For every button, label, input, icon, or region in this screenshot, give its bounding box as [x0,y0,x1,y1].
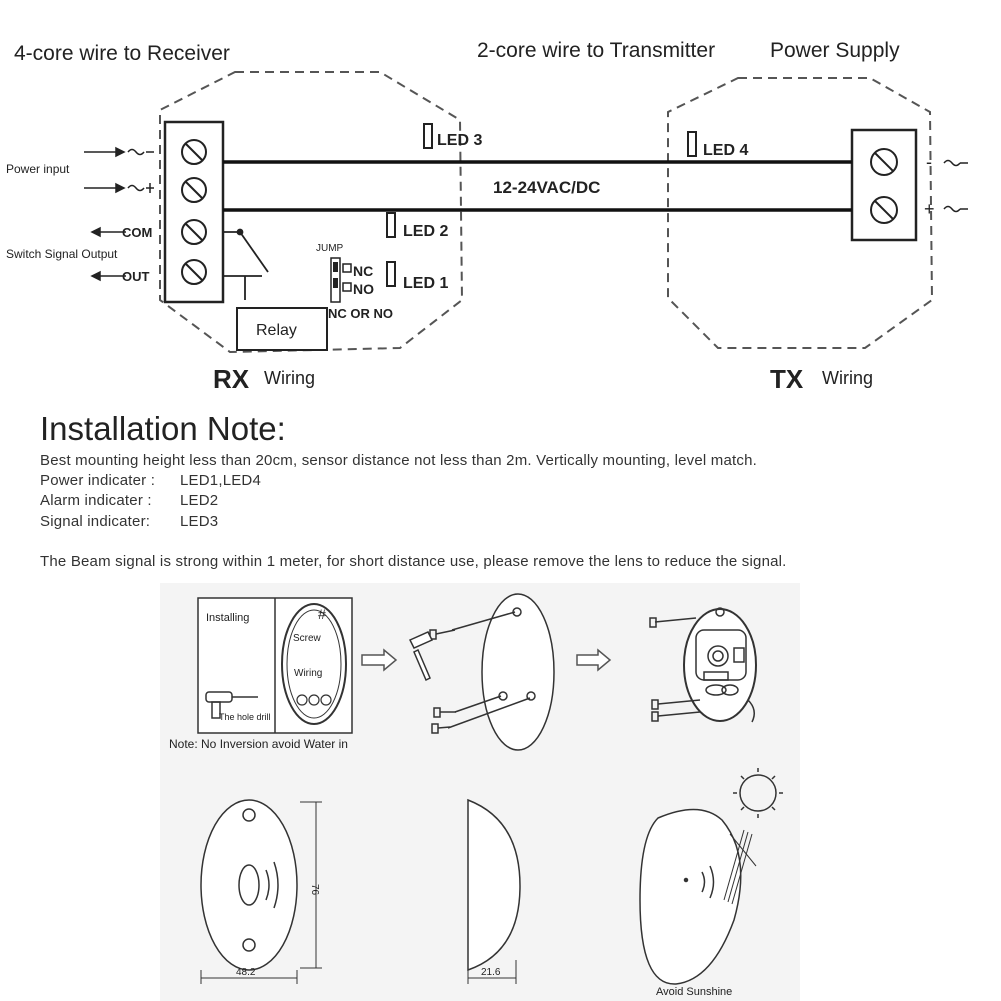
signal-indicator-label: Signal indicater: [40,513,151,530]
led3-label: LED 3 [437,132,482,149]
ac-dc-symbols [943,159,968,213]
power-indicator-row: Power indicater : LED1,LED4 [40,472,261,489]
hash-icon: # [318,606,326,622]
installing-label: Installing [206,612,249,624]
nc-label: NC [353,263,373,279]
depth-dimension: 21.6 [481,967,501,978]
tx-housing-outline [667,77,934,349]
relay-switch [223,228,269,300]
led1-icon [386,261,396,287]
installation-title: Installation Note: [40,410,286,447]
housing-oval [281,603,347,725]
height-dimension: 76 [309,884,320,896]
inversion-note: Note: No Inversion avoid Water in [169,737,348,751]
no-label: NO [353,281,374,297]
arrow-right-icon [361,648,398,672]
output-arrows [90,226,126,282]
com-label: COM [122,225,152,240]
out-label: OUT [122,269,150,284]
avoid-sunshine-label: Avoid Sunshine [656,986,732,998]
led1-label: LED 1 [403,275,448,292]
led4-label: LED 4 [703,142,748,159]
alarm-indicator-value: LED2 [180,492,219,509]
step-arrows [361,648,612,672]
installed-housing-step [649,607,757,723]
width-dimension: 48.2 [236,967,256,978]
screw-icon [433,707,456,718]
relay-label: Relay [256,322,297,339]
screw-icon [649,617,697,628]
relay-box [236,307,328,351]
alarm-indicator-label: Alarm indicater : [40,492,152,509]
rx-terminal-screws [181,139,207,285]
power-input-arrows [84,146,154,194]
jump-label: JUMP [316,243,344,254]
wiring-holes-icon [296,694,332,706]
voltage-label: 12-24VAC/DC [493,178,600,197]
led3-icon [423,123,433,149]
power-supply-header: Power Supply [770,39,900,62]
tx-header: 2-core wire to Transmitter [477,39,715,62]
alarm-indicator-row: Alarm indicater : LED2 [40,492,218,509]
beam-signal-note: The Beam signal is strong within 1 meter… [40,553,787,570]
screw-icon [651,711,701,722]
tx-label: TX [770,364,804,394]
signal-indicator-row: Signal indicater: LED3 [40,513,218,530]
led2-icon [386,212,396,238]
sun-rays-blocked-icon [723,829,757,905]
mounting-plate-step [408,593,555,751]
rx-label: RX [213,364,250,394]
tx-terminal-screws [870,148,898,224]
screw-icon [431,723,451,734]
wiring-label: Wiring [294,668,322,679]
screw-icon [651,699,701,710]
wiring-diagram: 4-core wire to Receiver 2-core wire to T… [6,39,968,394]
minus-label: - [926,152,932,172]
led2-label: LED 2 [403,223,448,240]
arrow-right-icon [576,648,612,672]
tx-wiring-label: Wiring [822,368,873,388]
hole-drill-label: The hole drill [219,712,271,722]
signal-indicator-value: LED3 [180,513,219,530]
side-dimension-drawing [467,798,521,984]
power-indicator-label: Power indicater : [40,472,156,489]
nc-or-no-label: NC OR NO [328,306,393,321]
switch-output-label: Switch Signal Output [6,247,118,261]
power-indicator-value: LED1,LED4 [180,472,262,489]
rx-header: 4-core wire to Receiver [14,42,230,65]
power-input-label: Power input [6,162,70,176]
front-dimension-drawing [200,799,322,984]
rx-housing-outline [159,71,464,354]
rx-wiring-label: Wiring [264,368,315,388]
avoid-sunshine-drawing [639,768,783,985]
screwdriver-icon [408,631,434,682]
plus-label: + [924,199,935,219]
drill-icon [205,691,258,719]
installing-box: Installing The hole drill # Screw Wiring [197,597,353,734]
screw-label: Screw [293,633,322,644]
installation-line1: Best mounting height less than 20cm, sen… [40,452,757,469]
sun-icon [733,768,783,818]
led4-icon [687,131,697,157]
